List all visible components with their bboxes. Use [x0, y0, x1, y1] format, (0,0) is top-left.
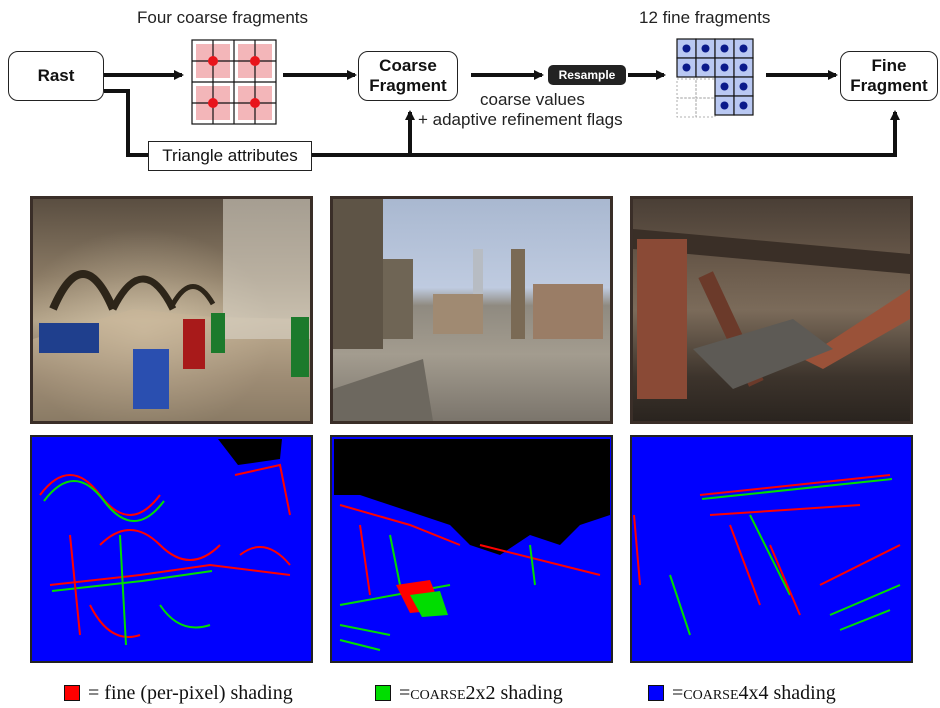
rast-node: Rast: [8, 51, 104, 101]
coarse-fragments-title: Four coarse fragments: [137, 8, 309, 27]
fine-fragment-node: Fine Fragment: [840, 51, 938, 101]
fine-sample-dot: [739, 44, 748, 53]
sponza-edge-traces: [39, 463, 291, 646]
fine-sample-dot: [701, 63, 710, 72]
fine-fragment-cells: [676, 38, 754, 116]
empty-grid-cells: [676, 78, 716, 118]
shading-map-plaza: [330, 435, 613, 663]
fine-fragment-line-2: Fragment: [850, 76, 928, 95]
shading-map-industrial: [630, 435, 913, 663]
pipeline-connectors: [104, 70, 900, 157]
scene-render-industrial: [630, 196, 913, 424]
legend-swatch-coarse4x4: [648, 685, 664, 701]
fine-sample-dot: [739, 63, 748, 72]
coarse-fragment-node: Coarse Fragment: [358, 51, 458, 101]
refinement-flags-label: + adaptive refinement flags: [418, 110, 623, 129]
legend-fine-label: = fine (per-pixel) shading: [88, 681, 293, 704]
fine-sample-dot: [720, 63, 729, 72]
shading-map-sponza: [30, 435, 313, 663]
industrial-edge-traces: [633, 474, 901, 636]
coarse-sample-dot: [250, 98, 260, 108]
fine-sample-dot: [720, 82, 729, 91]
triangle-attributes-label: Triangle attributes: [162, 146, 298, 165]
legend-swatch-coarse2x2: [375, 685, 391, 701]
fine-sample-dot: [701, 44, 710, 53]
fine-sample-dot: [682, 44, 691, 53]
legend-coarse2x2-sc: coarse: [410, 681, 466, 704]
legend-coarse4x4-prefix: =: [672, 681, 684, 704]
legend-coarse4x4-sc: coarse: [683, 681, 739, 704]
coarse-sample-dot: [208, 98, 218, 108]
scene-render-sponza: [30, 196, 313, 424]
coarse-sample-dot: [250, 56, 260, 66]
legend-swatch-fine: [64, 685, 80, 701]
legend-coarse4x4-suffix: 4x4 shading: [738, 681, 836, 704]
fine-fragments-title: 12 fine fragments: [639, 8, 771, 27]
resample-label: Resample: [558, 68, 616, 82]
plaza-buildings: [333, 199, 603, 421]
pixel-grid-lines: [191, 39, 277, 125]
coarse-fragment-line-1: Coarse: [379, 56, 437, 75]
rast-label: Rast: [37, 66, 75, 85]
coarse-values-label: coarse values: [480, 90, 585, 109]
legend-coarse2x2-suffix: 2x2 shading: [465, 681, 563, 704]
coarse-fragment-grid: [191, 39, 277, 125]
plaza-edge-traces: [339, 504, 601, 651]
scene-render-plaza: [330, 196, 613, 424]
fine-sample-dot: [720, 101, 729, 110]
fine-sample-dot: [720, 44, 729, 53]
fine-fragment-line-1: Fine: [871, 56, 907, 75]
industrial-structure: [633, 229, 910, 399]
fine-sample-dot: [739, 101, 748, 110]
fine-fragment-grid: [676, 38, 754, 118]
fine-sample-dot: [682, 63, 691, 72]
resample-badge: Resample: [548, 65, 626, 85]
legend-fine: = fine (per-pixel) shading: [64, 682, 293, 704]
legend-coarse2x2-prefix: =: [399, 681, 411, 704]
sponza-arches: [33, 199, 310, 421]
coarse-sample-dot: [208, 56, 218, 66]
triangle-attributes-box: Triangle attributes: [148, 141, 312, 171]
coarse-fragment-line-2: Fragment: [369, 76, 447, 95]
fine-sample-dot: [739, 82, 748, 91]
